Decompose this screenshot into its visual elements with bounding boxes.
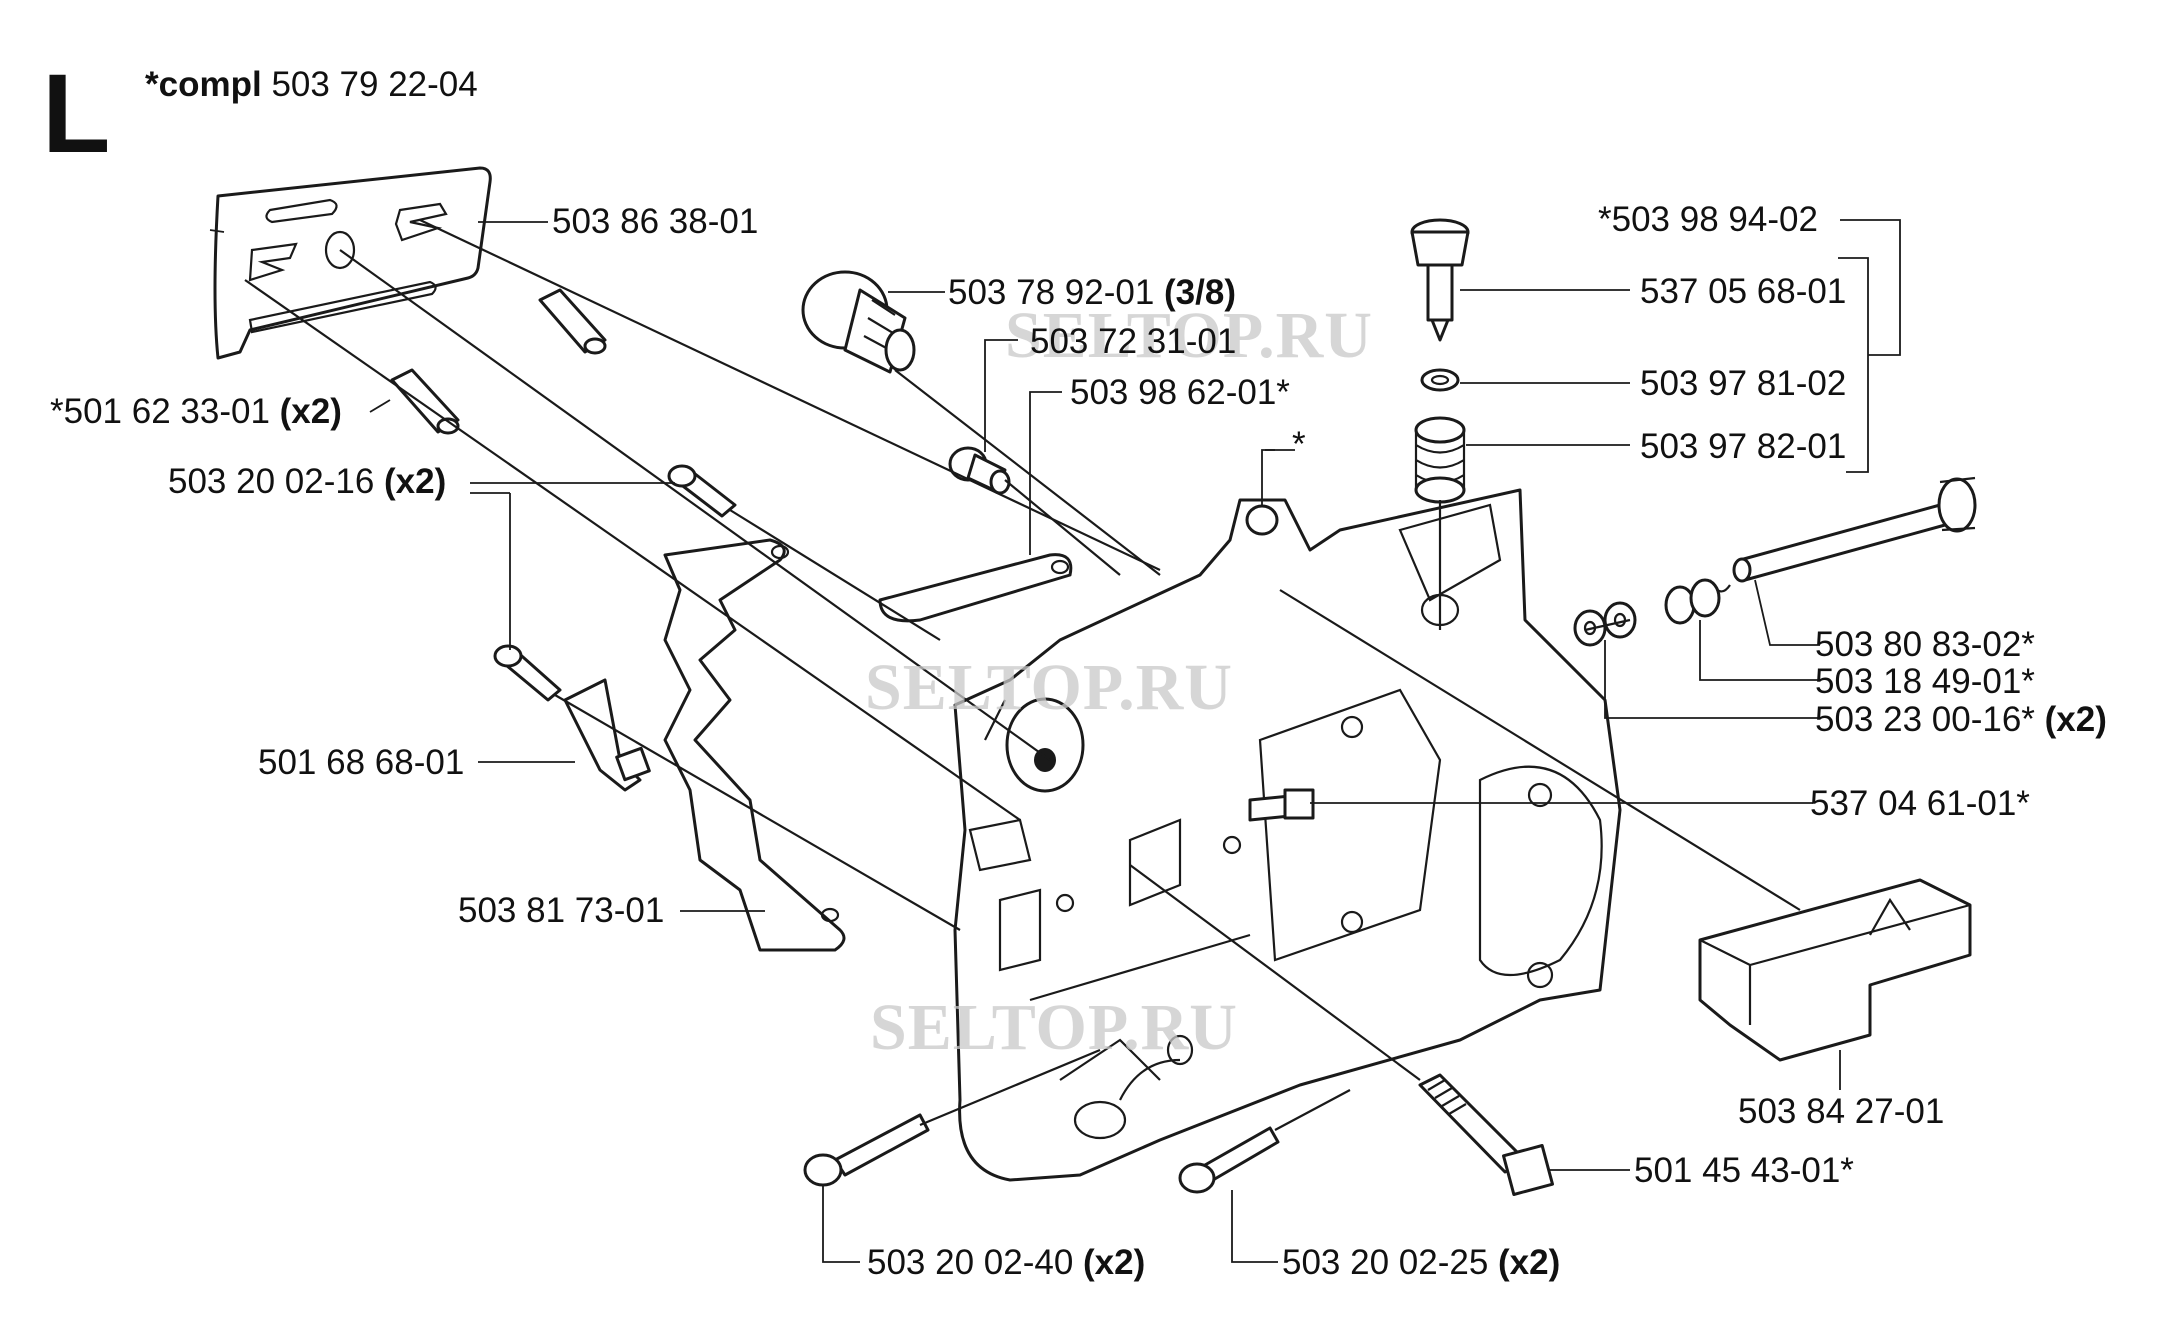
part-label-503-81-73-01[interactable]: 503 81 73-01 xyxy=(458,891,664,931)
part-number: 537 04 61-01* xyxy=(1810,784,2030,823)
part-label-503-18-49-01[interactable]: 503 18 49-01* xyxy=(1815,662,2035,702)
leader-lines xyxy=(369,219,1901,1263)
part-number: 503 20 02-25 xyxy=(1282,1243,1489,1282)
adjuster-stack-part xyxy=(1410,218,1470,504)
chain-catcher-part xyxy=(563,678,651,792)
part-label-503-80-83-02[interactable]: 503 80 83-02* xyxy=(1815,625,2035,665)
section-letter: L xyxy=(42,51,111,176)
part-number: 503 80 83-02* xyxy=(1815,625,2035,664)
part-label-503-20-02-16[interactable]: 503 20 02-16 (x2) xyxy=(168,462,446,502)
part-number: 503 97 82-01 xyxy=(1640,427,1847,466)
part-quantity: (x2) xyxy=(2044,700,2107,739)
clutch-cover-body xyxy=(953,488,1622,1182)
part-label-star[interactable]: * xyxy=(1292,425,1306,465)
part-label-503-98-62-01[interactable]: 503 98 62-01* xyxy=(1070,373,1290,413)
part-quantity: (x2) xyxy=(384,462,447,501)
part-label-503-98-94-02[interactable]: *503 98 94-02 xyxy=(1598,200,1818,240)
assembly-lines xyxy=(244,219,1801,1131)
oil-cap-part xyxy=(801,270,916,374)
part-label-503-86-38-01[interactable]: 503 86 38-01 xyxy=(552,202,758,242)
watermark-top: SELTOP.RU xyxy=(1005,299,1373,372)
screw-part xyxy=(803,1113,1280,1194)
part-number: 503 20 02-40 xyxy=(867,1243,1074,1282)
part-label-537-05-68-01[interactable]: 537 05 68-01 xyxy=(1640,272,1846,312)
part-number: 503 20 02-16 xyxy=(168,462,375,501)
bushing-part xyxy=(948,446,1011,495)
part-label-503-97-82-01[interactable]: 503 97 82-01 xyxy=(1640,427,1846,467)
nozzle-part xyxy=(1248,788,1315,822)
part-label-503-20-02-25[interactable]: 503 20 02-25 (x2) xyxy=(1282,1243,1560,1283)
part-label-501-68-68-01[interactable]: 501 68 68-01 xyxy=(258,743,464,783)
part-label-503-78-92-01[interactable]: 503 78 92-01 (3/8) xyxy=(948,273,1236,313)
part-size: (3/8) xyxy=(1164,273,1236,312)
part-quantity: (x2) xyxy=(279,392,342,431)
part-number: 503 23 00-16* xyxy=(1815,700,2035,739)
part-label-501-45-43-01[interactable]: 501 45 43-01* xyxy=(1634,1151,1854,1191)
part-number: 537 05 68-01 xyxy=(1640,272,1847,311)
part-number: 503 81 73-01 xyxy=(458,891,665,930)
bar-plate-part xyxy=(209,166,492,360)
part-quantity: (x2) xyxy=(1498,1243,1561,1282)
part-label-537-04-61-01[interactable]: 537 04 61-01* xyxy=(1810,784,2030,824)
part-label-503-84-27-01[interactable]: 503 84 27-01 xyxy=(1738,1092,1944,1132)
part-number: 503 98 62-01* xyxy=(1070,373,1290,412)
part-number: 503 86 38-01 xyxy=(552,202,759,241)
part-number: 503 18 49-01* xyxy=(1815,662,2035,701)
bar-bolt-part xyxy=(1418,1073,1554,1196)
part-number: 503 84 27-01 xyxy=(1738,1092,1945,1131)
block-part xyxy=(1698,878,1972,1062)
part-number: *501 62 33-01 xyxy=(50,392,270,431)
part-number: 501 45 43-01* xyxy=(1634,1151,1854,1190)
part-number: 503 72 31-01 xyxy=(1030,322,1237,361)
part-number: 503 78 92-01 xyxy=(948,273,1155,312)
part-label-503-20-02-40[interactable]: 503 20 02-40 (x2) xyxy=(867,1243,1145,1283)
part-label-503-72-31-01[interactable]: 503 72 31-01 xyxy=(1030,322,1236,362)
part-number: 503 97 81-02 xyxy=(1640,364,1847,403)
watermark-middle: SELTOP.RU xyxy=(865,651,1233,724)
part-label-503-23-00-16[interactable]: 503 23 00-16* (x2) xyxy=(1815,700,2107,740)
part-number: 501 68 68-01 xyxy=(258,743,465,782)
complete-assembly-number: *compl 503 79 22-04 xyxy=(145,65,478,105)
part-label-503-97-81-02[interactable]: 503 97 81-02 xyxy=(1640,364,1846,404)
part-label-501-62-33-01[interactable]: *501 62 33-01 (x2) xyxy=(50,392,342,432)
part-number: *503 98 94-02 xyxy=(1598,200,1818,239)
guard-plate-part xyxy=(663,538,846,952)
part-quantity: (x2) xyxy=(1083,1243,1146,1282)
watermark-bottom: SELTOP.RU xyxy=(870,991,1238,1064)
compl-number: 503 79 22-04 xyxy=(271,65,478,104)
screw-part xyxy=(493,464,737,702)
sprocket-shaft-part xyxy=(1573,476,1977,647)
compl-prefix: *compl xyxy=(145,65,262,104)
part-number: * xyxy=(1292,425,1306,464)
tension-plate-part xyxy=(878,553,1073,623)
